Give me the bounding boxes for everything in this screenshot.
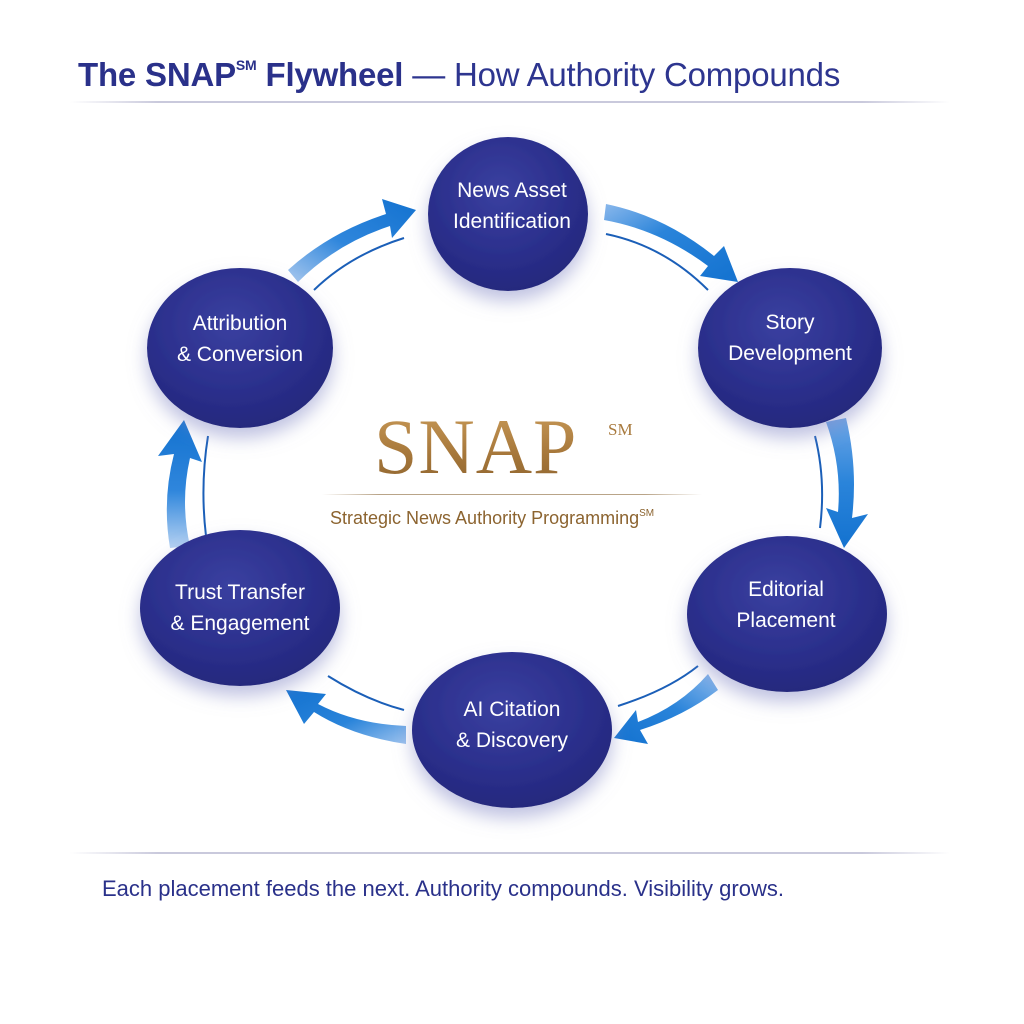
node-label-line: & Discovery <box>455 729 569 752</box>
snap-service-mark: SM <box>608 420 633 439</box>
node-label-news-asset: News Asset Identification <box>453 175 571 237</box>
node-label-attribution: Attribution & Conversion <box>177 308 303 370</box>
node-ai-citation-discovery <box>412 652 612 808</box>
node-label-line: & Conversion <box>176 343 304 366</box>
node-editorial-placement <box>687 536 887 692</box>
page-title: The SNAPSM Flywheel — How Authority Comp… <box>78 56 840 94</box>
node-label-line: Placement <box>736 609 836 632</box>
node-label-line: Editorial <box>748 578 824 601</box>
title-bold-end: Flywheel <box>256 56 404 93</box>
node-label-line: Development <box>728 342 852 365</box>
snap-subtitle: Strategic News Authority ProgrammingSM <box>330 508 654 529</box>
bottom-divider <box>70 852 950 854</box>
node-label-ai-citation: AI Citation & Discovery <box>456 694 568 756</box>
snap-subtitle-mark: SM <box>639 508 655 519</box>
node-label-line: Trust Transfer <box>175 581 305 604</box>
node-label-line: AI Citation <box>463 698 561 721</box>
node-story-development <box>698 268 882 428</box>
title-subtitle: — How Authority Compounds <box>403 56 841 93</box>
node-news-asset-identification <box>428 137 588 291</box>
node-trust-transfer-engagement <box>140 530 340 686</box>
snap-divider <box>322 494 702 495</box>
snap-logo-wordmark: SNAP <box>374 403 578 490</box>
title-bold: The SNAP <box>78 56 236 93</box>
node-label-story: Story Development <box>728 307 852 369</box>
node-label-line: & Engagement <box>170 612 310 635</box>
top-divider <box>70 101 950 103</box>
node-label-line: Story <box>765 311 815 334</box>
arrow-curved-up-icon <box>158 420 209 548</box>
arrow-curved-right-icon <box>288 199 416 291</box>
node-label-line: Attribution <box>192 312 288 335</box>
snap-subtitle-text: Strategic News Authority Programming <box>330 508 640 528</box>
arrow-curved-down-icon <box>814 418 868 548</box>
node-label-trust-transfer: Trust Transfer & Engagement <box>171 577 310 639</box>
arrow-curved-left-icon <box>286 675 406 744</box>
arrow-curved-left-icon <box>614 665 718 744</box>
node-label-line: News Asset <box>457 179 567 202</box>
service-mark: SM <box>235 57 257 73</box>
footer-tagline: Each placement feeds the next. Authority… <box>102 876 784 901</box>
node-label-editorial: Editorial Placement <box>736 574 835 636</box>
arrow-curved-right-icon <box>604 204 738 291</box>
node-label-line: Identification <box>453 210 571 233</box>
node-attribution-conversion <box>147 268 333 428</box>
